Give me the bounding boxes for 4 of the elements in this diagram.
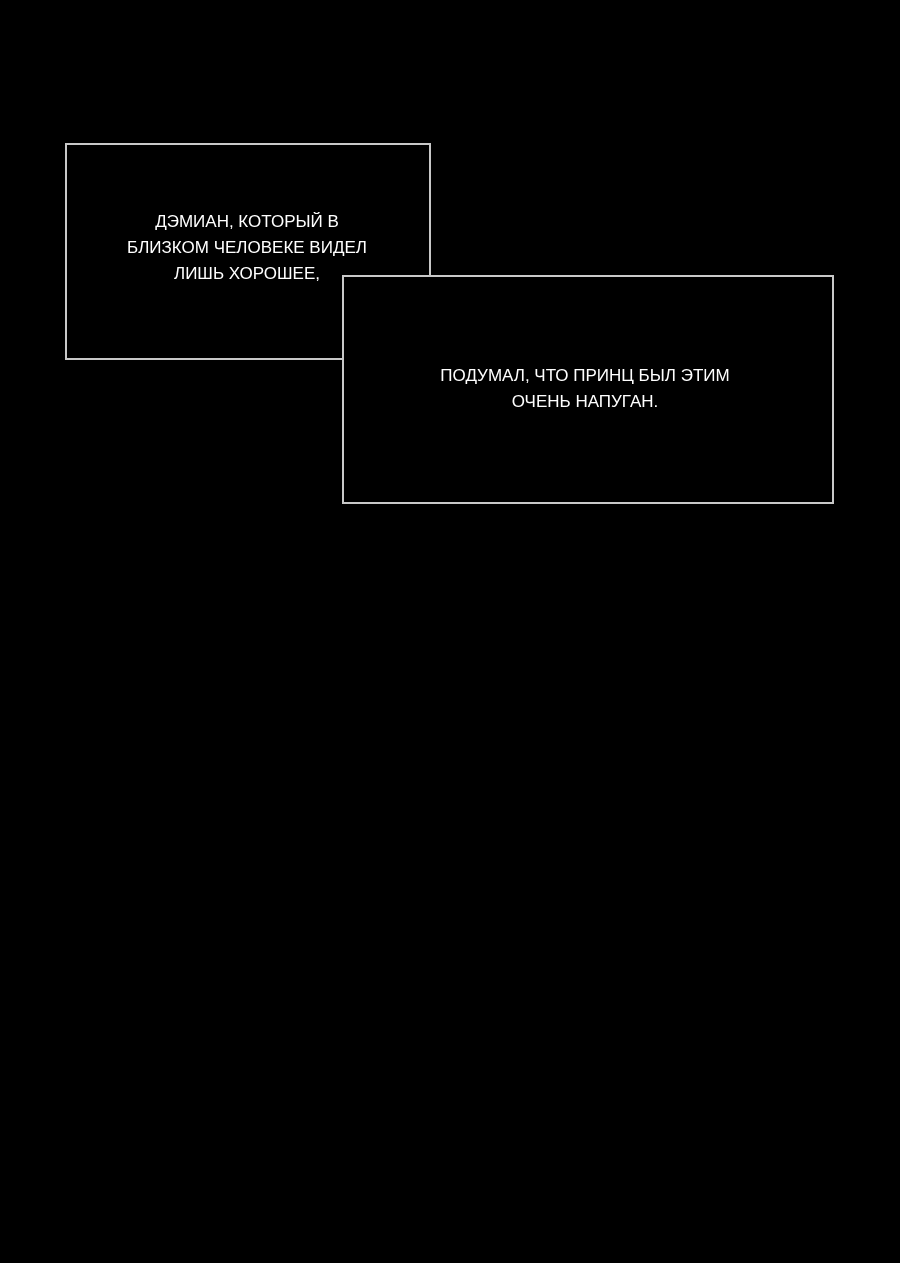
narration-box (65, 143, 431, 360)
narration-text: ПОДУМАЛ, ЧТО ПРИНЦ БЫЛ ЭТИМ ОЧЕНЬ НАПУГАН. (439, 365, 731, 413)
narration-box (342, 275, 834, 504)
narration-text: ДЭМИАН, КОТОРЫЙ В БЛИЗКОМ ЧЕЛОВЕКЕ ВИДЕЛ ЛИШЬ ХОРОШЕЕ, (127, 211, 367, 285)
